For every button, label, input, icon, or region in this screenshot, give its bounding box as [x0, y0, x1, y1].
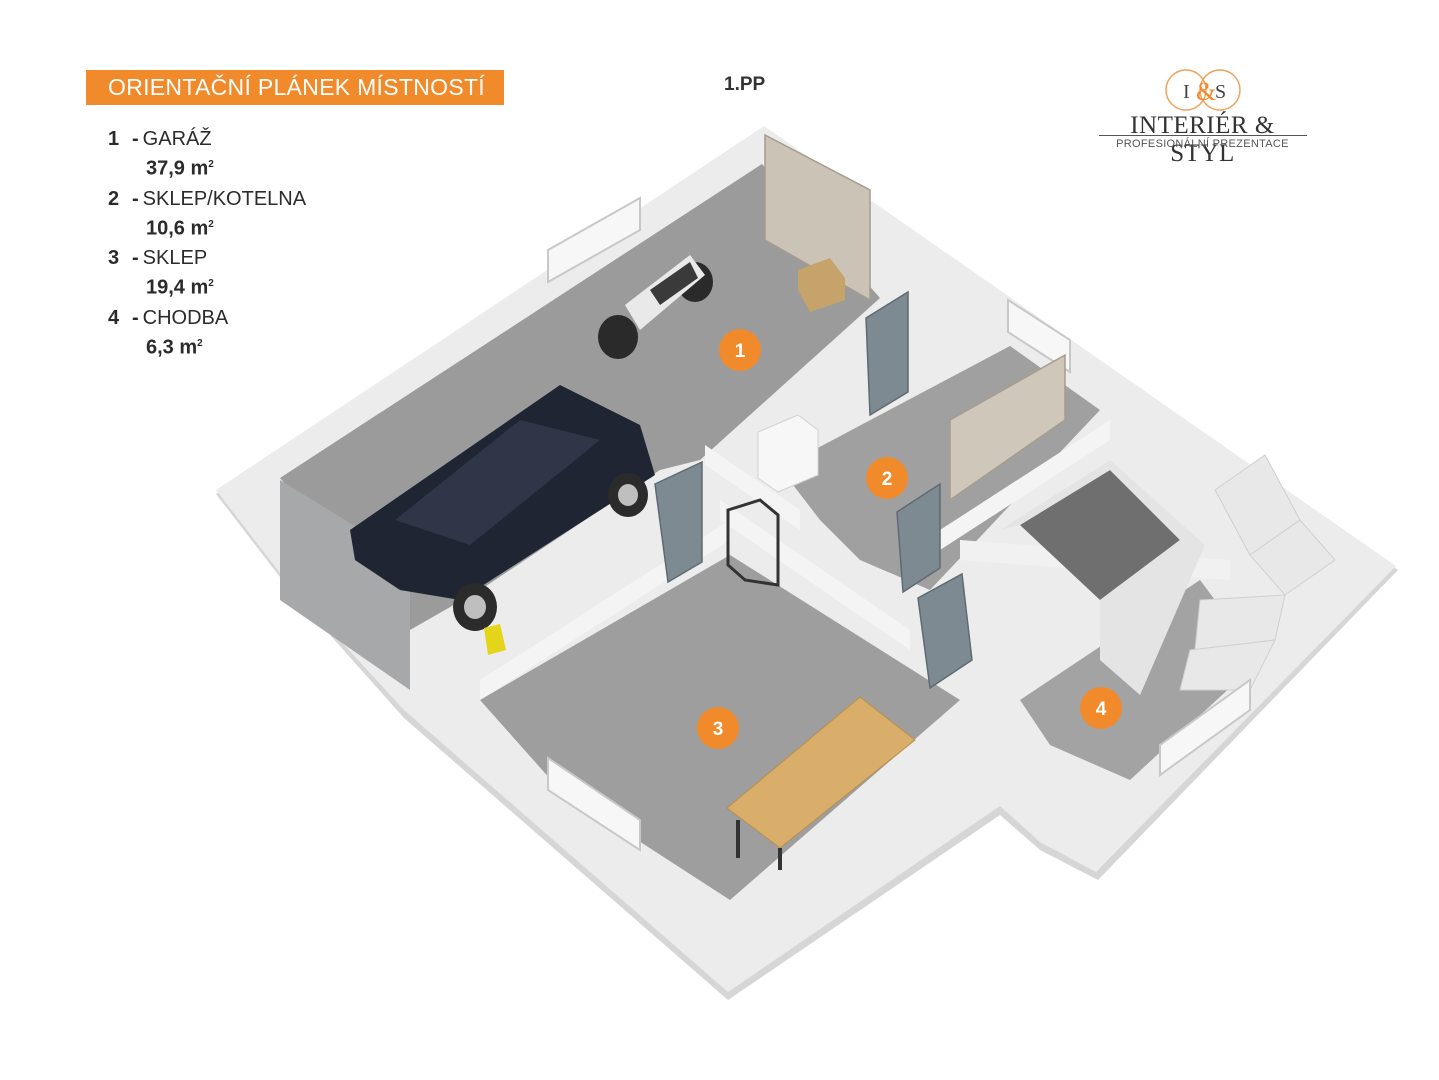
car — [350, 385, 655, 631]
svg-text:1: 1 — [735, 341, 746, 362]
legend-number: 2 — [108, 187, 120, 210]
storage-boxes — [798, 258, 845, 312]
window — [547, 196, 1251, 852]
legend-number: 4 — [108, 306, 120, 329]
interior-wall — [940, 420, 1110, 550]
floor-label: 1.PP — [724, 74, 766, 95]
legend-room-name: GARÁŽ — [142, 128, 212, 150]
legend-room-area: 6,3 m2 — [146, 336, 203, 359]
monogram-ampersand: & — [1196, 77, 1216, 106]
legend-room-name: CHODBA — [142, 306, 229, 329]
room-badge-4: 4 — [1080, 687, 1122, 729]
legend-item-cellar: 3-SKLEP 19,4 m2 — [108, 245, 306, 301]
door — [654, 290, 973, 690]
boiler — [757, 414, 819, 493]
shelf-unit — [764, 133, 871, 302]
room-badge-2: 2 — [866, 457, 908, 499]
legend-room-area: 19,4 m2 — [146, 276, 214, 299]
legend-room-name: SKLEP/KOTELNA — [142, 187, 307, 210]
stair-void — [1020, 470, 1180, 600]
svg-text:2: 2 — [882, 469, 893, 490]
monogram-icon: I & S — [1165, 69, 1241, 111]
svg-text:3: 3 — [713, 719, 724, 740]
legend-item-garage: 1-GARÁŽ 37,9 m2 — [108, 126, 306, 182]
tool-rack — [726, 498, 780, 587]
legend-room-name: SKLEP — [142, 247, 208, 270]
legend-item-hallway: 4-CHODBA 6,3 m2 — [108, 305, 306, 361]
logo-tagline: PROFESIONÁLNÍ PREZENTACE — [1116, 138, 1289, 150]
staircase — [1179, 454, 1336, 691]
room-badge-1: 1 — [719, 329, 761, 371]
legend-number: 3 — [108, 247, 120, 270]
monogram-letter-i: I — [1183, 81, 1190, 103]
logo-divider — [1099, 135, 1307, 136]
motorcycle — [598, 255, 713, 359]
legend-room-area: 10,6 m2 — [146, 217, 214, 240]
garage-door — [280, 480, 410, 690]
svg-text:4: 4 — [1096, 699, 1107, 720]
legend-number: 1 — [108, 128, 120, 150]
room-legend: 1-GARÁŽ 37,9 m2 2-SKLEP/KOTELNA 10,6 m2 … — [108, 126, 306, 365]
monogram-letter-s: S — [1215, 81, 1226, 103]
company-logo: I & S INTERIÉR & STYL PROFESIONÁLNÍ PREZ… — [1095, 66, 1310, 167]
pressure-washer — [484, 624, 506, 655]
logo-name: INTERIÉR & STYL — [1130, 112, 1275, 167]
room-badge-3: 3 — [697, 707, 739, 749]
legend-room-area: 37,9 m2 — [146, 157, 214, 180]
interior-wall — [720, 500, 910, 650]
interior-wall — [705, 445, 800, 530]
stair-well-wall — [1000, 460, 1205, 695]
workbench — [726, 696, 916, 870]
plan-title: ORIENTAČNÍ PLÁNEK MÍSTNOSTÍ — [86, 70, 504, 105]
shelf-unit — [949, 353, 1066, 502]
legend-item-boiler-room: 2-SKLEP/KOTELNA 10,6 m2 — [108, 187, 307, 240]
